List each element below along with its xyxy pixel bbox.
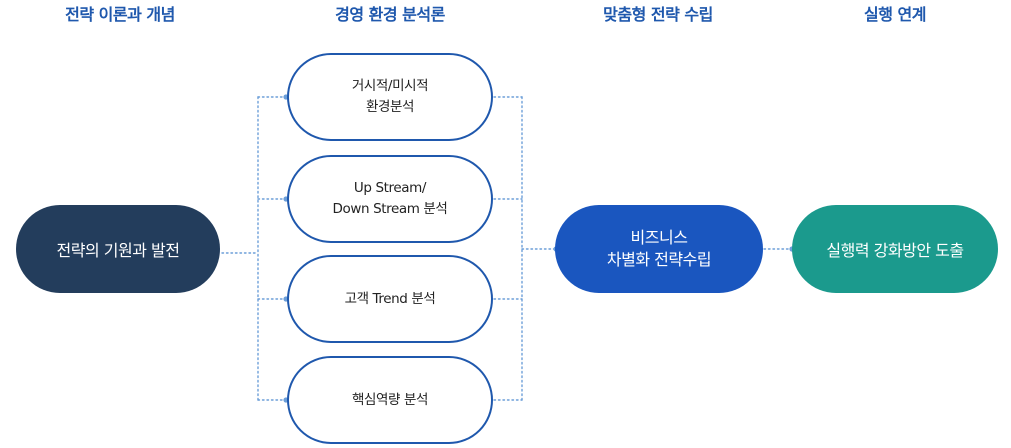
node-strategy-line1: 비즈니스 <box>630 228 688 247</box>
node-strategy-origin: 전략의 기원과 발전 <box>16 205 220 293</box>
node-macro-micro-analysis: 거시적/미시적 환경분석 <box>287 53 493 141</box>
node-business-differentiation-strategy: 비즈니스 차별화 전략수립 <box>555 205 763 293</box>
header-execution-link: 실행 연계 <box>864 5 926 24</box>
node-customer-trend-label: 고객 Trend 분석 <box>344 290 436 307</box>
node-macro-micro-line2: 환경분석 <box>365 99 415 115</box>
header-theory-concepts: 전략 이론과 개념 <box>65 5 175 24</box>
node-core-competency-analysis: 핵심역량 분석 <box>287 356 493 444</box>
header-environment-analysis: 경영 환경 분석론 <box>335 5 445 24</box>
node-upstream-line2: Down Stream 분석 <box>332 201 448 217</box>
node-upstream-downstream-analysis: Up Stream/ Down Stream 분석 <box>287 155 493 243</box>
node-strategy-line2: 차별화 전략수립 <box>606 250 712 269</box>
node-upstream-line1: Up Stream/ <box>353 180 427 196</box>
header-custom-strategy: 맞춤형 전략 수립 <box>603 5 713 24</box>
node-execution-label: 실행력 강화방안 도출 <box>826 241 964 260</box>
node-customer-trend-analysis: 고객 Trend 분석 <box>287 255 493 343</box>
node-macro-micro-line1: 거시적/미시적 <box>351 78 429 94</box>
node-strategy-origin-label: 전략의 기원과 발전 <box>56 241 180 260</box>
node-core-competency-label: 핵심역량 분석 <box>351 391 428 408</box>
node-execution-enhancement: 실행력 강화방안 도출 <box>792 205 998 293</box>
